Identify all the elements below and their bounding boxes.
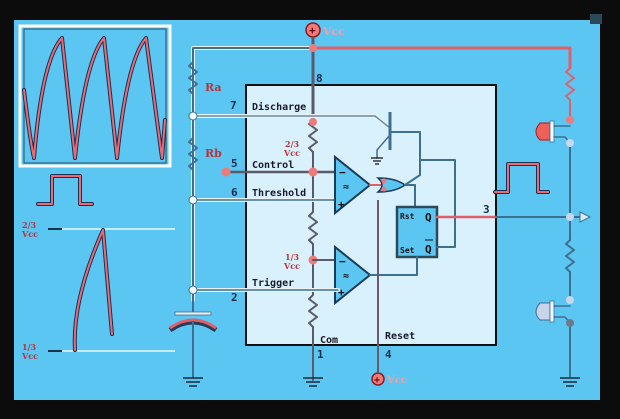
ra-label: Ra <box>205 81 222 94</box>
ff-qbar-label: Q <box>425 243 432 256</box>
control-label: Control <box>252 160 294 171</box>
minus-sign: − <box>339 166 346 179</box>
pin-6-label: 6 <box>231 186 238 199</box>
pin-8-label: 8 <box>316 72 323 85</box>
output-node <box>566 213 574 221</box>
plus-sign: + <box>374 375 380 386</box>
trigger-node <box>188 285 198 295</box>
graph-upper-frac: 2/3 <box>22 220 36 230</box>
com-label: Com <box>320 335 338 346</box>
output-arrow-icon <box>579 211 592 223</box>
led-top-cathode-node <box>566 139 574 147</box>
vcc-reset-icon <box>371 372 385 386</box>
pin-4-label: 4 <box>385 348 392 361</box>
plus-sign: + <box>338 198 345 211</box>
control-node <box>308 167 318 177</box>
vcc-top-icon <box>305 22 321 38</box>
rb-label: Rb <box>205 147 222 160</box>
charge-curve <box>73 229 113 351</box>
pin-1-label: 1 <box>317 348 324 361</box>
threshold-label: Threshold <box>252 188 306 199</box>
lower-divider-frac: 1/3 <box>285 252 299 262</box>
divider-resistor-top <box>308 119 318 173</box>
graph-upper-unit: Vcc <box>21 229 38 239</box>
upper-comparator: − + ≈ <box>334 154 372 216</box>
transistor-ground-icon <box>371 157 383 165</box>
led-top-node <box>566 116 574 124</box>
pin-5-label: 5 <box>231 157 238 170</box>
led-resistor-top <box>565 67 575 121</box>
ff-rst-label: Rst <box>400 212 415 221</box>
flip-flop: Rst Set Q Q <box>395 205 439 259</box>
minus-sign: − <box>339 255 346 268</box>
threshold-node <box>188 195 198 205</box>
led-ground-icon <box>560 377 580 387</box>
vcc-node <box>309 44 317 52</box>
vcc-top-label: Vcc <box>322 25 345 38</box>
comparator-symbol: ≈ <box>343 182 349 193</box>
graph-lower-unit: Vcc <box>21 351 38 361</box>
led-bottom-node <box>566 296 574 304</box>
capacitor-voltage-graph: 2/3 Vcc 1/3 Vcc <box>21 220 175 361</box>
pin-2-label: 2 <box>231 291 238 304</box>
resistor-rb <box>188 137 198 171</box>
ic-555-body <box>245 84 497 346</box>
led-bottom-cathode-node <box>566 319 574 327</box>
control-pin-dot[interactable] <box>221 167 231 177</box>
divider-resistor-bottom <box>308 259 318 381</box>
capacitor-ground-icon <box>183 377 203 387</box>
trigger-label: Trigger <box>252 277 294 289</box>
ff-set-label: Set <box>400 246 415 255</box>
comparator-symbol: ≈ <box>343 271 349 282</box>
or-gate <box>376 177 407 193</box>
upper-divider-frac: 2/3 <box>285 139 299 149</box>
graph-lower-frac: 1/3 <box>22 342 36 352</box>
discharge-label: Discharge <box>252 101 306 113</box>
vcc-reset-label: Vcc <box>386 375 407 386</box>
pin-3-label: 3 <box>483 203 490 216</box>
timing-capacitor <box>168 300 218 378</box>
pin8-node <box>309 118 317 126</box>
window-corner-icon <box>590 14 602 24</box>
oscilloscope-window <box>18 24 172 168</box>
upper-divider-unit: Vcc <box>283 148 300 158</box>
plus-sign: + <box>309 24 316 37</box>
plus-sign: + <box>338 286 345 299</box>
lower-comparator: − + ≈ <box>334 244 372 306</box>
discharge-node <box>188 111 198 121</box>
com-ground-icon <box>303 377 323 387</box>
reset-label: Reset <box>385 331 415 342</box>
discharge-transistor <box>371 112 421 186</box>
ff-q-label: Q <box>425 211 432 224</box>
led-bottom-off <box>535 300 571 324</box>
led-resistor-bottom <box>565 239 575 298</box>
pin-7-label: 7 <box>230 99 237 112</box>
resistor-ra <box>188 61 198 95</box>
lower-divider-unit: Vcc <box>283 261 300 271</box>
